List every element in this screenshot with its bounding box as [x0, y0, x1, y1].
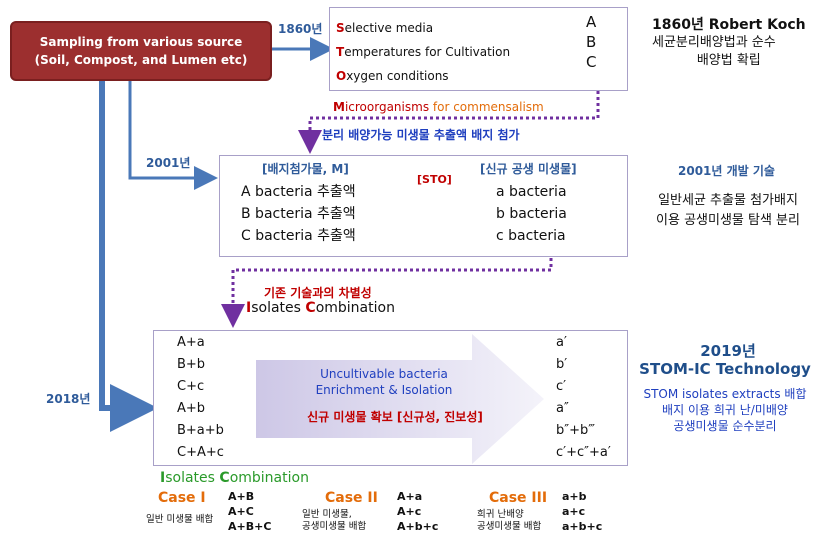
combo-item: A+a — [177, 335, 205, 350]
stom-line1: STOM isolates extracts 배합 — [643, 387, 807, 401]
isolate-item: a″ — [556, 401, 569, 416]
source-line1: Sampling from various source — [39, 35, 243, 49]
result-b: B — [586, 33, 597, 51]
output-isolates: a′ b′ c′ a″ b″+b‴ c′+c″+a′ — [556, 332, 611, 464]
source-box: Sampling from various source (Soil, Comp… — [10, 21, 272, 81]
case2-desc: 일반 미생물, 공생미생물 배합 — [302, 509, 367, 532]
year-1860: 1860년 — [278, 22, 323, 36]
combo-item: B+b — [177, 357, 206, 372]
symbiont-item: a bacteria — [496, 184, 567, 200]
diff-title: 기존 기술과의 차별성 — [264, 286, 372, 300]
case3-title: Case III — [489, 490, 548, 506]
symbiont-item: c bacteria — [496, 228, 566, 244]
info-1860: 1860년 Robert Koch 세균분리배양법과 순수 배양법 확립 — [652, 14, 806, 70]
case1-combos: A+B A+C A+B+C — [228, 490, 272, 533]
tech-2001-title: 2001년 개발 기술 — [678, 164, 775, 178]
arrow-line2: Enrichment & Isolation — [315, 383, 453, 397]
isolate-item: b″+b‴ — [556, 423, 596, 438]
case1-title: Case I — [158, 490, 206, 506]
case3-desc: 희귀 난배양 공생미생물 배합 — [477, 509, 542, 532]
year-2001: 2001년 — [146, 156, 191, 170]
isolate-item: a′ — [556, 335, 567, 350]
diff-ic: Isolates Combination — [246, 300, 395, 316]
stom-ic-desc: STOM isolates extracts 배합 배지 이용 희귀 난/미배양… — [632, 386, 818, 434]
result-c: C — [586, 53, 597, 71]
left-header: [배지첨가물, M] — [262, 162, 349, 176]
arrow-to-2001 — [128, 81, 218, 190]
extract-item: B bacteria 추출액 — [241, 206, 356, 222]
sto-label: [STO] — [417, 173, 452, 186]
case2-title: Case II — [325, 490, 378, 506]
tech-2001-line1: 일반세균 추출물 첨가배지 — [658, 193, 798, 208]
extract-list: A bacteria 추출액 B bacteria 추출액 C bacteria… — [241, 181, 356, 247]
tech-2001-desc: 일반세균 추출물 첨가배지 이용 공생미생물 탐색 분리 — [640, 191, 816, 231]
year-2019: 2019년 — [700, 342, 756, 360]
arrow-text: Uncultivable bacteria Enrichment & Isola… — [284, 366, 484, 398]
arrow-line1: Uncultivable bacteria — [320, 367, 448, 381]
extract-item: C bacteria 추출액 — [241, 228, 356, 244]
case2-combos: A+a A+c A+b+c — [397, 490, 439, 533]
isolate-item: b′ — [556, 357, 568, 372]
year-2018: 2018년 — [46, 392, 91, 406]
stom-line3: 공생미생물 순수분리 — [673, 419, 777, 433]
box-1860 — [329, 7, 628, 91]
condition-item: Selective media — [336, 21, 434, 35]
ic-bottom-title: Isolates Combination — [160, 470, 309, 486]
combo-item: B+a+b — [177, 423, 224, 438]
extract-item: A bacteria 추출액 — [241, 184, 356, 200]
result-a: A — [586, 13, 597, 31]
stom-ic-title: STOM-IC Technology — [639, 360, 811, 378]
case3-combos: a+b a+c a+b+c — [562, 490, 603, 533]
arrow-to-2018 — [99, 81, 158, 432]
condition-item: Oxygen conditions — [336, 69, 449, 83]
combo-item: C+c — [177, 379, 205, 394]
koch-title: 1860년 Robert Koch — [652, 17, 806, 33]
stom-line2: 배지 이용 희귀 난/미배양 — [662, 403, 788, 417]
input-combos: A+a B+b C+c A+b B+a+b C+A+c — [177, 332, 224, 464]
right-header: [신규 공생 미생물] — [480, 162, 577, 176]
results-abc: A B C — [586, 12, 596, 72]
arrow-red-text: 신규 미생물 확보 [신규성, 진보성] — [307, 410, 483, 424]
dotted-arrow-1860-2001 — [298, 91, 600, 154]
box-2001 — [219, 155, 628, 257]
koch-line1: 세균분리배양법과 순수 — [652, 35, 776, 50]
koch-line2: 배양법 확립 — [696, 53, 761, 68]
microorganisms-label: Microorganisms for commensalism — [333, 100, 544, 114]
isolate-item: c′ — [556, 379, 567, 394]
big-arrow — [256, 334, 544, 464]
combo-item: A+b — [177, 401, 206, 416]
conditions-list: Selective media Temperatures for Cultiva… — [336, 16, 510, 88]
source-line2: (Soil, Compost, and Lumen etc) — [34, 53, 248, 67]
condition-item: Temperatures for Cultivation — [336, 45, 511, 59]
combo-item: C+A+c — [177, 445, 224, 460]
symbiont-list: a bacteria b bacteria c bacteria — [496, 181, 567, 247]
symbiont-item: b bacteria — [496, 206, 567, 222]
case1-desc: 일반 미생물 배합 — [146, 514, 214, 525]
dotted-arrow-2001-2018 — [221, 258, 553, 328]
tech-2001-line2: 이용 공생미생물 탐색 분리 — [656, 213, 800, 228]
isolate-item: c′+c″+a′ — [556, 445, 611, 460]
add-note: 분리 배양가능 미생물 추출액 배지 첨가 — [322, 128, 520, 142]
